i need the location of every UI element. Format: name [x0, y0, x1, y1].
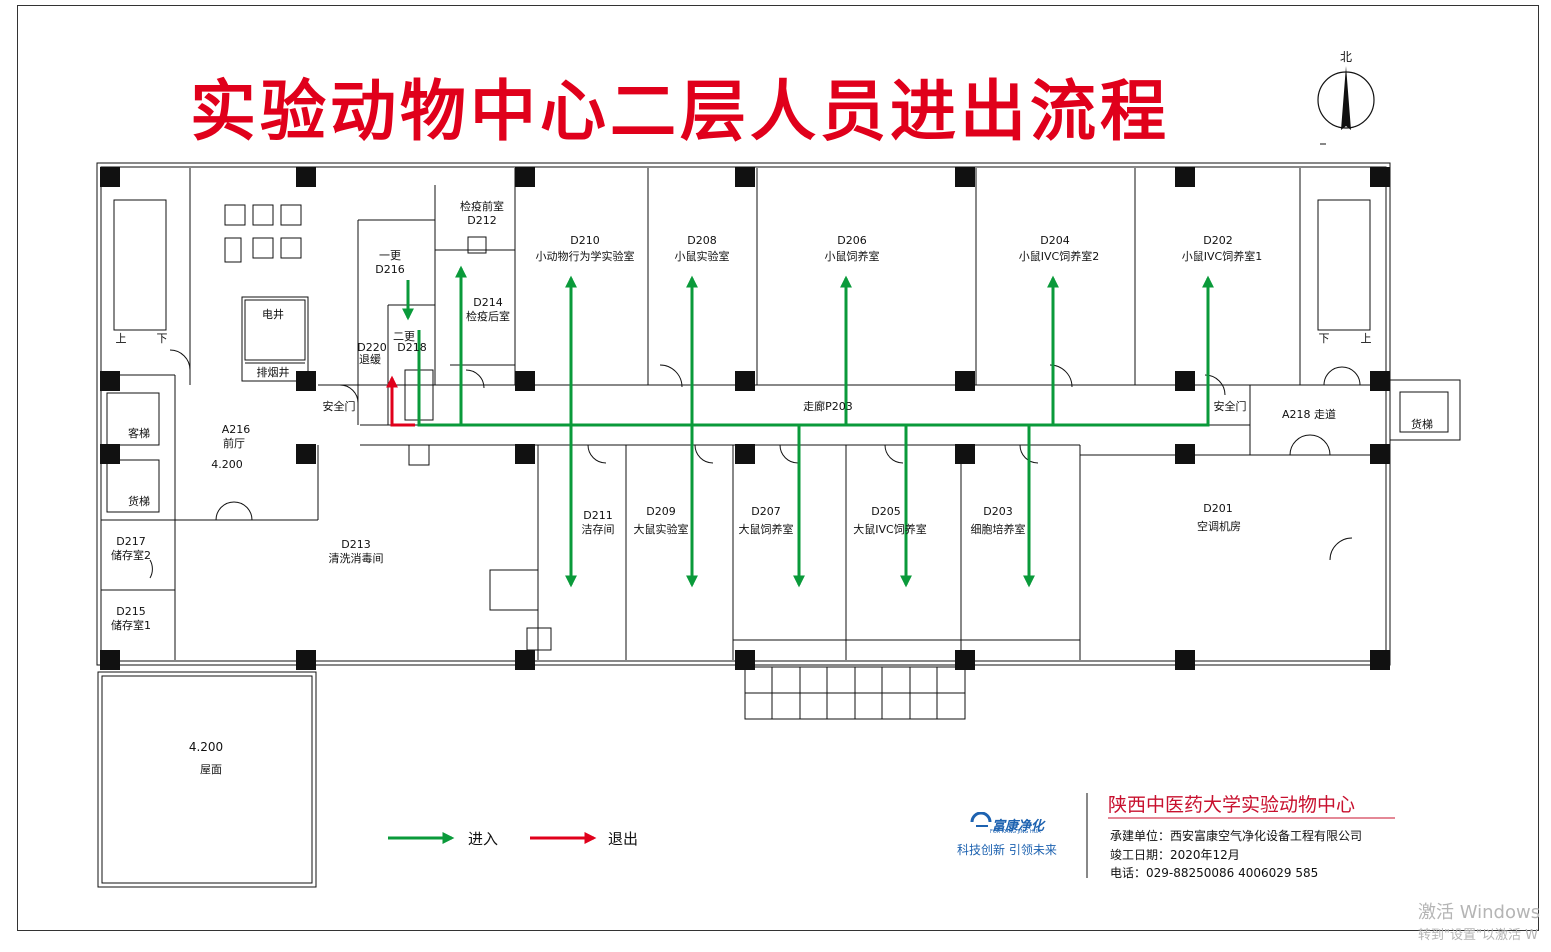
room-label-d214-code: D214	[473, 296, 502, 309]
room-label-d217-code: D217	[116, 535, 145, 548]
project-phone: 电话：029-88250086 4006029 585	[1110, 866, 1319, 880]
room-label-d207-code: D207	[751, 505, 780, 518]
room-label-d211-name: 洁存间	[582, 522, 615, 536]
room-label-d216-code: D216	[375, 263, 404, 276]
project-contractor: 承建单位：西安富康空气净化设备工程有限公司	[1110, 829, 1363, 843]
freight-elevator-left-label: 货梯	[128, 494, 150, 508]
company-name-en: FOR KANG JING HUA	[990, 829, 1041, 835]
room-label-d215-name: 储存室1	[111, 618, 151, 632]
room-label-d207-name: 大鼠饲养室	[739, 522, 794, 536]
room-label-d201-code: D201	[1203, 502, 1232, 515]
a218-label: A218 走道	[1282, 407, 1336, 421]
room-label-d205-code: D205	[871, 505, 900, 518]
exit-flow-path	[386, 375, 415, 427]
room-label-d206-code: D206	[837, 234, 866, 247]
stair-up-left: 上	[116, 332, 127, 345]
room-label-d208-code: D208	[687, 234, 716, 247]
legend-enter-label: 进入	[468, 830, 498, 848]
room-label-d202-code: D202	[1203, 234, 1232, 247]
room-label-d204-name: 小鼠IVC饲养室2	[1019, 249, 1099, 263]
room-label-d218-name: 二更	[393, 330, 415, 343]
company-name: 富康净化	[992, 819, 1045, 834]
windows-activation-hint: 转到"设置"以激活 W	[1418, 928, 1538, 943]
corridor-label: 走廊P203	[803, 399, 853, 413]
room-label-d209-code: D209	[646, 505, 675, 518]
room-label-d212-code: D212	[467, 214, 496, 227]
compass-label: 北	[1340, 50, 1352, 64]
room-label-a216-code: A216	[222, 423, 251, 436]
freight-elevator-right-label: 货梯	[1411, 417, 1433, 431]
project-title: 陕西中医药大学实验动物中心	[1108, 794, 1356, 816]
room-label-d211-code: D211	[583, 509, 612, 522]
roof-elevation: 4.200	[189, 740, 223, 754]
legend: 进入 退出	[388, 830, 638, 848]
entry-flow-path	[402, 265, 1214, 588]
room-label-d217-name: 储存室2	[111, 548, 151, 562]
room-label-d204-code: D204	[1040, 234, 1069, 247]
room-label-d213-name: 清洗消毒间	[329, 551, 384, 565]
room-label-d201-name: 空调机房	[1197, 519, 1241, 533]
room-label-d210-code: D210	[570, 234, 599, 247]
page-title: 实验动物中心二层人员进出流程	[190, 72, 1170, 150]
room-label-d203-code: D203	[983, 505, 1012, 518]
smoke-shaft-label: 排烟井	[257, 365, 290, 379]
room-label-d203-name: 细胞培养室	[971, 522, 1026, 536]
safety-door-left-label: 安全门	[323, 399, 356, 413]
room-label-d202-name: 小鼠IVC饲养室1	[1182, 249, 1262, 263]
stair-down-right: 下	[1319, 332, 1330, 345]
drawing-frame	[17, 5, 1539, 931]
room-label-d209-name: 大鼠实验室	[634, 522, 689, 536]
room-label-d216-name: 一更	[379, 249, 401, 262]
electrical-shaft-label: 电井	[262, 307, 284, 321]
room-label-d205-name: 大鼠IVC饲养室	[853, 522, 926, 536]
windows-activation-watermark: 激活 Windows	[1418, 902, 1541, 923]
project-completion-date: 竣工日期：2020年12月	[1110, 848, 1240, 862]
roof-label: 屋面	[200, 763, 222, 776]
room-label-d220-code: D220	[357, 341, 386, 354]
passenger-elevator-label: 客梯	[128, 426, 150, 440]
fukang-logo-icon	[970, 812, 992, 827]
room-label-d215-code: D215	[116, 605, 145, 618]
room-label-d210-name: 小动物行为学实验室	[536, 249, 635, 263]
structural-columns	[100, 167, 1390, 670]
room-label-d206-name: 小鼠饲养室	[825, 249, 880, 263]
lobby-elevation: 4.200	[211, 458, 243, 471]
room-label-d218-code: D218	[397, 341, 426, 354]
room-label-d208-name: 小鼠实验室	[675, 249, 730, 263]
legend-exit-label: 退出	[608, 830, 638, 848]
room-label-d212-name: 检疫前室	[460, 199, 504, 213]
room-label-a216-name: 前厅	[223, 436, 245, 450]
company-slogan: 科技创新 引领未来	[957, 843, 1057, 857]
stair-up-right: 上	[1361, 332, 1372, 345]
safety-door-right-label: 安全门	[1214, 399, 1247, 413]
stair-down-left: 下	[157, 332, 168, 345]
room-label-d214-name: 检疫后室	[466, 309, 510, 323]
room-label-d213-code: D213	[341, 538, 370, 551]
room-label-d220-name: 退缓	[359, 353, 381, 366]
north-compass-icon	[1317, 66, 1375, 145]
